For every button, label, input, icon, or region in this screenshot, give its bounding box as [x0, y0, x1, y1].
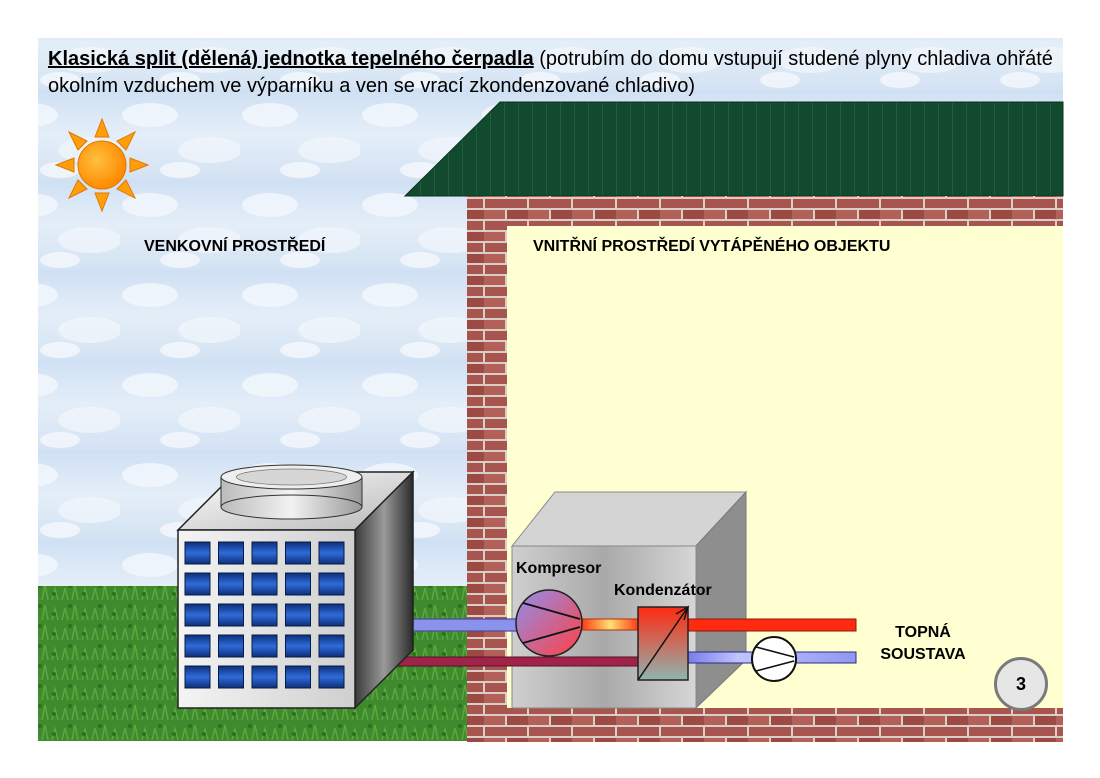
house-roof [403, 101, 1064, 197]
sun-icon [54, 117, 150, 213]
coil-cell [218, 665, 244, 689]
coil-cell [285, 634, 311, 658]
liquid-return-pipe [377, 656, 641, 667]
title-bold: Klasická split (dělená) jednotka tepelné… [48, 48, 534, 70]
heating-system-label: TOPNÁ SOUSTAVA [858, 622, 988, 666]
hot-gas-pipe [579, 618, 641, 631]
fan-icon [220, 464, 363, 520]
coil-cell [251, 603, 278, 627]
coil-cell [318, 634, 345, 658]
title-rest: (potrubím do domu vstupují studené plyny… [48, 48, 1053, 97]
brick-wall-bottom [467, 708, 1063, 742]
brick-wall-top [467, 196, 1063, 226]
coil-grid [184, 541, 345, 689]
compressor-label: Kompresor [516, 560, 602, 577]
heating-system-label-line2: SOUSTAVA [880, 646, 966, 663]
coil-cell [184, 634, 211, 658]
coil-cell [184, 665, 211, 689]
condenser-icon [637, 605, 690, 681]
coil-cell [184, 541, 211, 565]
coil-cell [218, 634, 244, 658]
inside-environment-label: VNITŘNÍ PROSTŘEDÍ VYTÁPĚNÉHO OBJEKTU [533, 238, 891, 255]
coil-cell [218, 603, 244, 627]
coil-cell [285, 541, 311, 565]
coil-cell [251, 541, 278, 565]
outside-environment-label: VENKOVNÍ PROSTŘEDÍ [144, 238, 326, 255]
coil-cell [184, 603, 211, 627]
pump-icon [751, 636, 797, 682]
coil-cell [218, 572, 244, 596]
coil-cell [251, 572, 278, 596]
outdoor-unit [176, 464, 415, 710]
page-title: Klasická split (dělená) jednotka tepelné… [48, 46, 1058, 100]
coil-cell [318, 572, 345, 596]
brick-wall-left [467, 196, 507, 742]
compressor-icon [515, 589, 583, 657]
coil-cell [285, 572, 311, 596]
heating-system-label-line1: TOPNÁ [895, 624, 951, 641]
coil-cell [285, 603, 311, 627]
heating-supply-pipe [687, 618, 857, 632]
coil-cell [218, 541, 244, 565]
coil-cell [285, 665, 311, 689]
coil-cell [318, 541, 345, 565]
condenser-label: Kondenzátor [614, 582, 712, 599]
coil-cell [251, 665, 278, 689]
slide-number-badge: 3 [994, 657, 1048, 711]
coil-cell [318, 665, 345, 689]
coil-cell [318, 603, 345, 627]
coil-cell [251, 634, 278, 658]
coil-cell [184, 572, 211, 596]
